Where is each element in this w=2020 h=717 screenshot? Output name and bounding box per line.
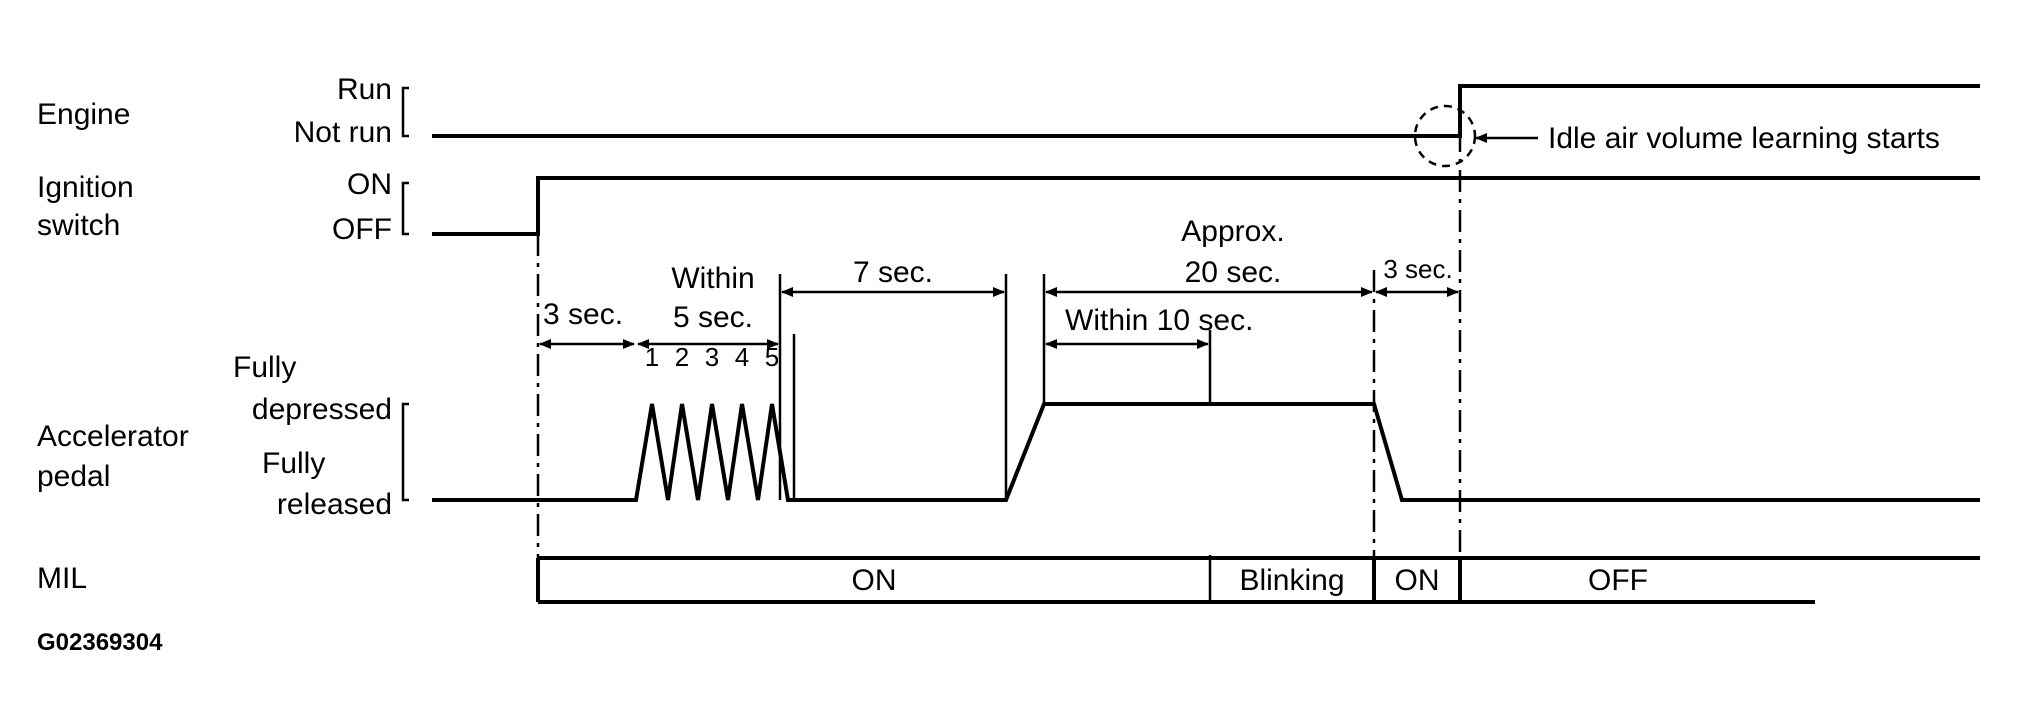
pedal-waveform bbox=[432, 402, 1980, 502]
pedal-label-line2: pedal bbox=[37, 460, 110, 493]
press-number-5: 5 bbox=[765, 342, 779, 372]
ignition-waveform bbox=[432, 176, 1980, 236]
timing-approx20-line1: Approx. bbox=[1181, 215, 1284, 248]
mil-state-on: ON bbox=[852, 564, 897, 597]
ignition-off-level: OFF bbox=[332, 213, 392, 246]
mil-label: MIL bbox=[37, 562, 87, 595]
ignition-on-level: ON bbox=[347, 168, 392, 201]
press-number-3: 3 bbox=[705, 342, 719, 372]
engine-notrun-level: Not run bbox=[294, 116, 392, 149]
ignition-label-line1: Ignition bbox=[37, 171, 134, 204]
annotation-text: Idle air volume learning starts bbox=[1548, 122, 1940, 155]
engine-run-level: Run bbox=[337, 73, 392, 106]
engine-level-bracket bbox=[401, 86, 409, 138]
ignition-label-line2: switch bbox=[37, 209, 120, 242]
pedal-label-line1: Accelerator bbox=[37, 420, 189, 453]
pedal-depressed-level-line2: depressed bbox=[252, 393, 392, 426]
mil-state-blinking: Blinking bbox=[1239, 564, 1344, 597]
press-number-1: 1 bbox=[645, 342, 659, 372]
timing-within5-line2: 5 sec. bbox=[673, 301, 753, 334]
timing-7sec-label: 7 sec. bbox=[853, 256, 933, 289]
timing-within10-label: Within 10 sec. bbox=[1065, 304, 1253, 337]
pedal-released-level-line1: Fully bbox=[262, 447, 325, 480]
timing-approx20-line2: 20 sec. bbox=[1185, 256, 1282, 289]
ignition-level-bracket bbox=[401, 181, 409, 236]
timing-3sec-final-label: 3 sec. bbox=[1383, 254, 1452, 284]
mil-state-on-2: ON bbox=[1395, 564, 1440, 597]
press-number-4: 4 bbox=[735, 342, 749, 372]
engine-label: Engine bbox=[37, 98, 130, 131]
figure-code: G02369304 bbox=[37, 629, 163, 656]
pedal-depressed-level-line1: Fully bbox=[233, 351, 296, 384]
timing-within5-line1: Within bbox=[671, 262, 754, 295]
press-number-2: 2 bbox=[675, 342, 689, 372]
mil-state-off: OFF bbox=[1588, 564, 1648, 597]
pedal-level-bracket bbox=[401, 402, 409, 502]
timing-3sec-label: 3 sec. bbox=[543, 298, 623, 331]
pedal-released-level-line2: released bbox=[277, 488, 392, 521]
